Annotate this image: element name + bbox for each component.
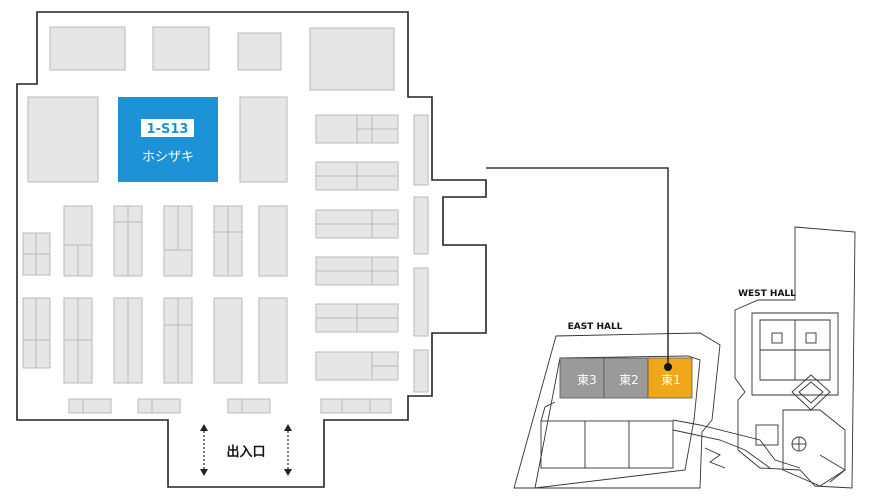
west-hall-label: WEST HALL [738, 289, 796, 299]
entrance-marker: 出入口 [200, 424, 292, 476]
hall-east-1-label: 東1 [661, 373, 681, 387]
booth-blocks-middle-upper [63, 205, 288, 277]
highlighted-booth[interactable]: 1-S13 ホシザキ [118, 97, 218, 182]
booth-blocks-left [22, 232, 51, 369]
east-hall-label: EAST HALL [568, 322, 623, 332]
leader-line [486, 167, 672, 371]
entrance-label: 出入口 [226, 444, 265, 460]
booth-name: ホシザキ [142, 150, 194, 165]
booth-blocks-upper [27, 96, 288, 183]
booth-blocks-top [49, 26, 395, 91]
hall-east-3[interactable] [559, 357, 605, 399]
booth-blocks-right [315, 114, 399, 381]
booth-blocks-middle-lower [63, 297, 288, 384]
booth-code-badge [141, 119, 194, 137]
booth-blocks-bottom [68, 398, 392, 414]
hall-east-2-label: 東2 [619, 373, 639, 387]
site-overview-map: EAST HALL WEST HALL 東3 東2 東1 [513, 226, 856, 489]
east-hall-blocks[interactable]: 東3 東2 東1 [559, 357, 693, 399]
hall-east-3-label: 東3 [577, 373, 597, 387]
booth-code: 1-S13 [147, 122, 189, 137]
booth-blocks-wall [413, 114, 429, 393]
booth-highlight-box [118, 97, 218, 182]
